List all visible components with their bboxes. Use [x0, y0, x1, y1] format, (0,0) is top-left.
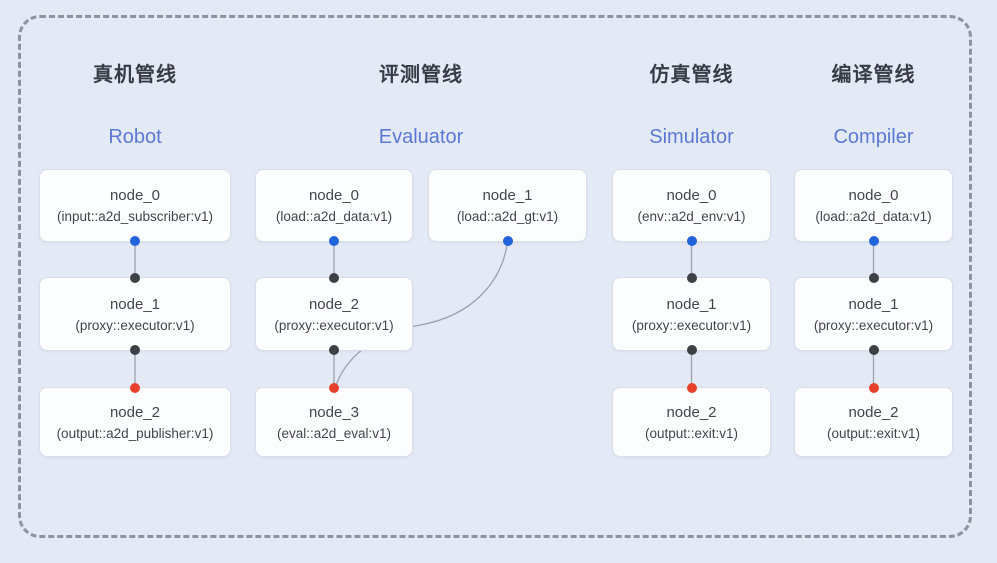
pipeline-title-cn: 评测管线 — [379, 64, 463, 86]
node-type: (proxy::executor:v1) — [274, 317, 394, 333]
pipeline-title-cn: 真机管线 — [93, 64, 177, 86]
compiler-node-1-out-port — [868, 345, 879, 355]
pipeline-title-cn: 仿真管线 — [649, 64, 734, 86]
node-name: node_1 — [109, 295, 161, 313]
pipeline-title-en: Compiler — [833, 126, 914, 148]
evaluator-node-1: node_1 (load::a2d_gt:v1) — [428, 169, 587, 246]
evaluator-node-1-out-port — [502, 236, 513, 246]
node-name: node_1 — [848, 295, 899, 313]
simulator-node-2: node_2 (output::exit:v1) — [612, 383, 771, 457]
compiler-node-0-out-port — [868, 236, 879, 246]
node-name: node_2 — [109, 403, 161, 421]
node-name: node_2 — [666, 403, 717, 421]
compiler-node-1-in-port — [868, 273, 879, 283]
pipeline-title-en: Simulator — [649, 126, 734, 148]
simulator-node-0: node_0 (env::a2d_env:v1) — [612, 169, 771, 246]
simulator-node-1-out-port — [686, 345, 697, 355]
compiler-node-0: node_0 (load::a2d_data:v1) — [794, 169, 953, 246]
node-type: (load::a2d_data:v1) — [815, 209, 932, 224]
pipeline-title-en: Robot — [108, 126, 162, 148]
node-type: (load::a2d_gt:v1) — [456, 209, 559, 224]
pipeline-title-en: Evaluator — [378, 126, 464, 148]
evaluator-node-2: node_2 (proxy::executor:v1) — [255, 273, 413, 355]
robot-node-2: node_2 (output::a2d_publisher:v1) — [39, 383, 231, 457]
node-name: node_0 — [666, 187, 717, 204]
simulator-node-1-in-port — [686, 273, 697, 283]
robot-node-1-in-port — [130, 273, 140, 283]
node-type: (proxy::executor:v1) — [75, 317, 195, 333]
dashed-boundary — [18, 15, 972, 538]
evaluator-node-0: node_0 (load::a2d_data:v1) — [255, 169, 413, 246]
pipeline-header-compiler: 编译管线 Compiler — [794, 63, 953, 149]
node-type: (output::a2d_publisher:v1) — [56, 425, 214, 441]
node-type: (proxy::executor:v1) — [631, 317, 752, 333]
evaluator-node-3: node_3 (eval::a2d_eval:v1) — [255, 383, 413, 457]
pipeline-header-evaluator: 评测管线 Evaluator — [255, 63, 587, 149]
node-type: (eval::a2d_eval:v1) — [276, 425, 392, 441]
node-type: (load::a2d_data:v1) — [275, 209, 393, 224]
robot-node-0-out-port — [130, 236, 140, 246]
simulator-node-0-out-port — [686, 236, 697, 246]
evaluator-node-0-out-port — [329, 236, 339, 246]
node-name: node_2 — [848, 403, 899, 421]
compiler-node-2-in-port — [868, 383, 879, 393]
node-name: node_0 — [848, 187, 899, 204]
robot-node-1-out-port — [130, 345, 140, 355]
robot-node-0: node_0 (input::a2d_subscriber:v1) — [39, 169, 231, 246]
node-name: node_0 — [109, 187, 161, 204]
node-type: (output::exit:v1) — [826, 425, 921, 441]
edge-evaluator-node1-node3 — [334, 241, 509, 388]
evaluator-node-2-out-port — [329, 345, 339, 355]
robot-node-2-in-port — [130, 383, 140, 393]
node-name: node_1 — [666, 295, 717, 313]
node-name: node_2 — [308, 295, 360, 313]
simulator-node-1: node_1 (proxy::executor:v1) — [612, 273, 771, 355]
node-type: (env::a2d_env:v1) — [637, 209, 746, 224]
node-type: (input::a2d_subscriber:v1) — [56, 209, 214, 224]
node-type: (output::exit:v1) — [644, 425, 739, 441]
pipeline-header-simulator: 仿真管线 Simulator — [612, 63, 771, 149]
pipeline-title-cn: 编译管线 — [831, 64, 916, 86]
compiler-node-2: node_2 (output::exit:v1) — [794, 383, 953, 457]
evaluator-node-3-in-port — [329, 383, 339, 393]
pipeline-header-robot: 真机管线 Robot — [39, 63, 231, 149]
node-name: node_0 — [308, 187, 360, 204]
compiler-node-1: node_1 (proxy::executor:v1) — [794, 273, 953, 355]
node-name: node_3 — [308, 403, 360, 421]
node-type: (proxy::executor:v1) — [813, 317, 934, 333]
evaluator-node-2-in-port — [329, 273, 339, 283]
simulator-node-2-in-port — [686, 383, 697, 393]
node-name: node_1 — [482, 187, 533, 204]
robot-node-1: node_1 (proxy::executor:v1) — [39, 273, 231, 355]
